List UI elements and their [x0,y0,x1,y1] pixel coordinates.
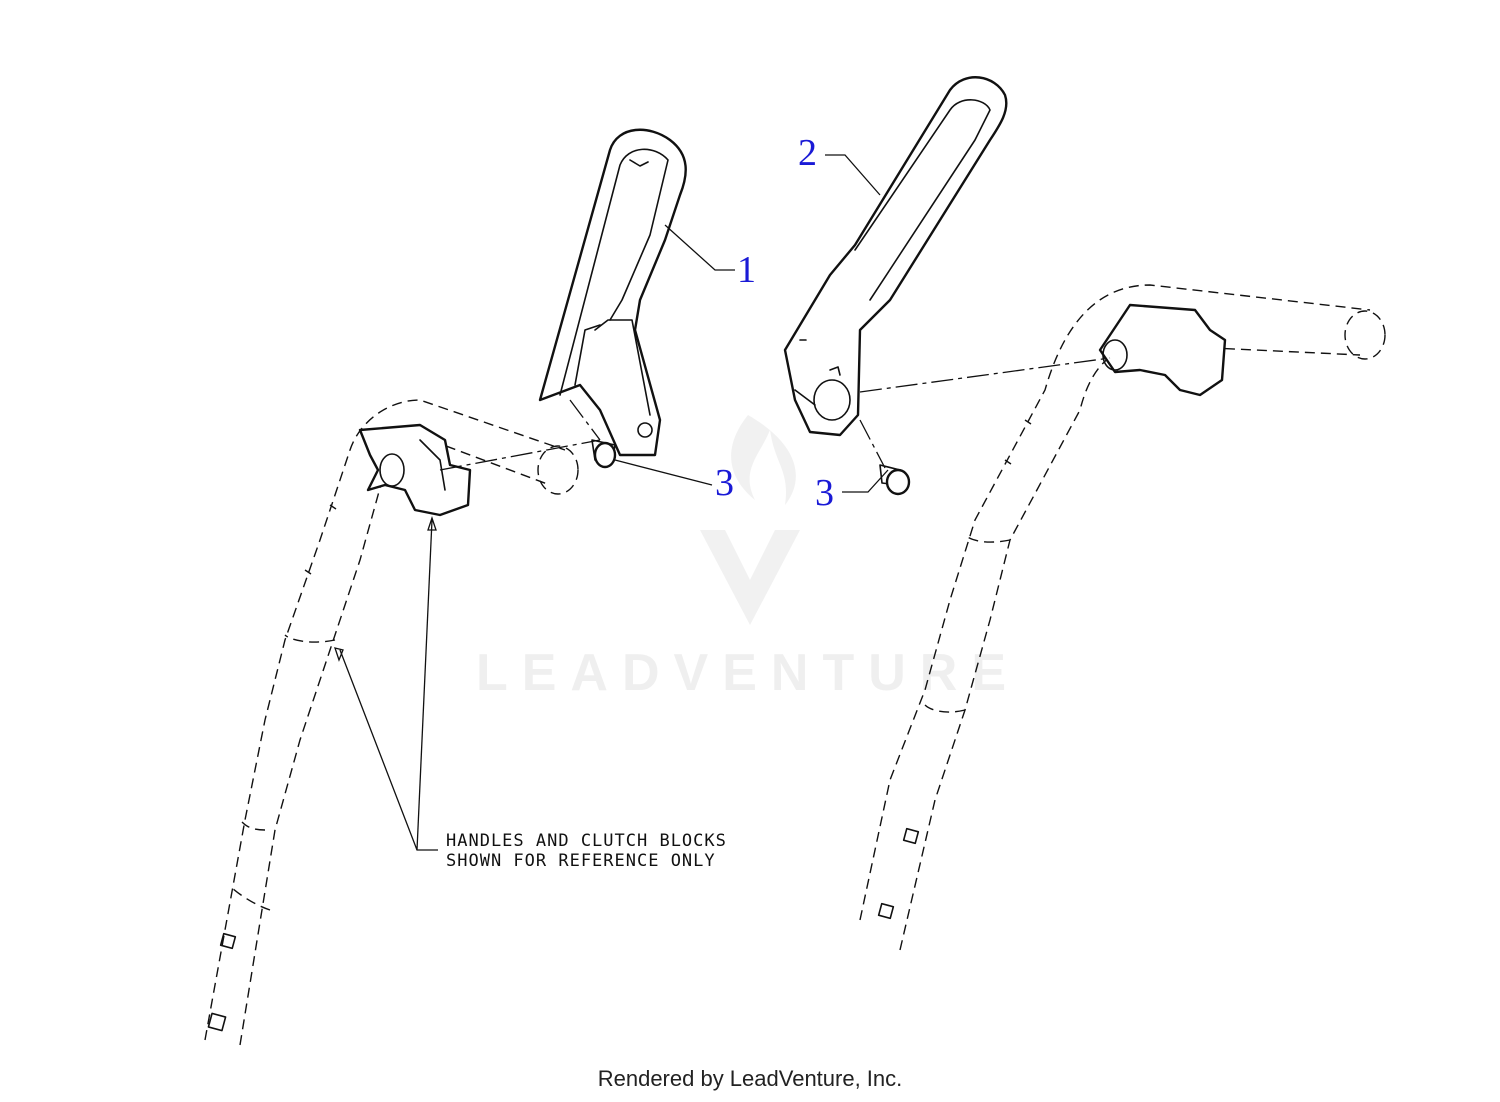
right-handle-reference [859,284,1386,951]
callout-2: 2 [798,132,881,196]
callout-3-left: 3 [614,459,734,504]
left-clutch-block [358,423,472,517]
left-pivot-pin [591,439,617,469]
callout-3-right: 3 [815,469,889,514]
leadventure-watermark-logo: LEADVENTURE [476,415,1020,702]
left-handle-reference [204,399,579,1046]
left-assembly-centerline [439,399,601,471]
right-clutch-block [1098,303,1227,397]
right-assembly-centerline [859,357,1111,469]
right-clutch-lever [783,76,1008,437]
callout-3-left-label: 3 [715,462,734,504]
reference-note-line-1: HANDLES AND CLUTCH BLOCKS [446,831,727,851]
callout-2-label: 2 [798,132,817,174]
reference-note-line-2: SHOWN FOR REFERENCE ONLY [446,851,716,871]
reference-note-leaders [334,515,438,851]
watermark-text: LEADVENTURE [476,644,1020,702]
right-pivot-pin [879,464,911,496]
footer-credit: Rendered by LeadVenture, Inc. [597,1066,903,1091]
callout-3-right-label: 3 [815,472,834,514]
callout-1: 1 [664,224,756,291]
left-clutch-lever [538,128,687,457]
callout-1-label: 1 [737,249,756,291]
